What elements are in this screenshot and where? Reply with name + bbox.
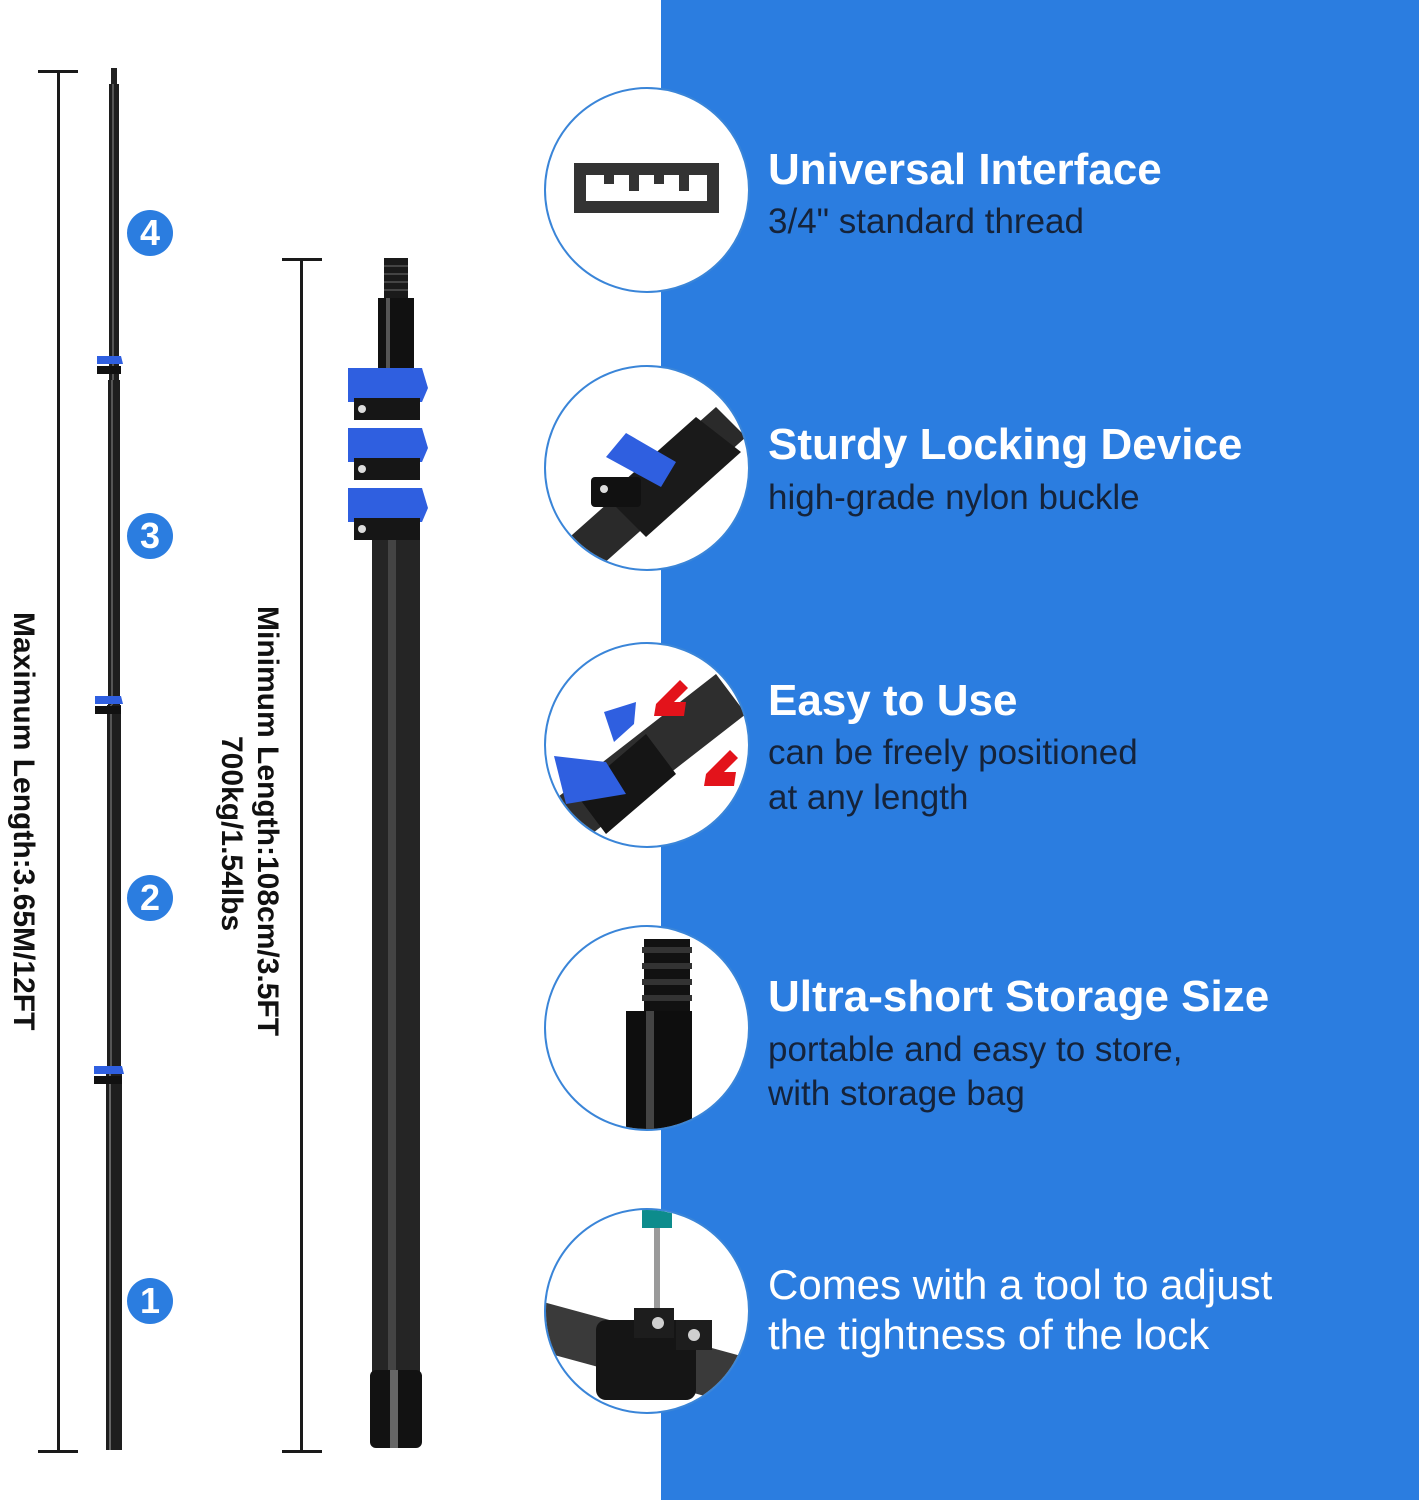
feature-desc-line: portable and easy to store, [768, 1030, 1183, 1069]
section-badge-2: 2 [127, 875, 173, 921]
feature-icon-circle-5 [544, 1208, 750, 1414]
locking-clip-photo [546, 407, 746, 569]
threaded-tip-photo [626, 939, 692, 1129]
lock-clip-2 [348, 428, 428, 480]
red-arrow-icon [704, 750, 738, 786]
feature-icon-circle-4 [544, 925, 750, 1131]
ruler-icon [574, 163, 719, 213]
feature-title-ultra-short-storage-size: Ultra-short Storage Size [768, 972, 1270, 1021]
feature-title-universal-interface: Universal Interface [768, 145, 1162, 194]
feature-tool-line-1: Comes with a tool to adjust [768, 1261, 1273, 1308]
section-badge-3: 3 [127, 513, 173, 559]
feature-desc-line: high-grade nylon buckle [768, 478, 1140, 517]
feature-icon-circle-2 [544, 365, 750, 571]
pole-clip [94, 1066, 124, 1084]
threaded-tip [384, 258, 408, 298]
feature-title-easy-to-use: Easy to Use [768, 676, 1018, 725]
feature-desc-line: with storage bag [768, 1074, 1025, 1113]
pole-clip [95, 696, 123, 714]
clip-with-arrows-photo [546, 674, 746, 846]
collapsed-pole [348, 258, 428, 1448]
section-badge-1: 1 [127, 1278, 173, 1324]
feature-icon-circle-3 [544, 642, 750, 848]
lock-clip-1 [348, 368, 428, 420]
feature-title-sturdy-locking-device: Sturdy Locking Device [768, 420, 1243, 469]
red-arrow-icon [654, 680, 688, 716]
pole-clip [97, 356, 123, 374]
feature-desc-line: can be freely positioned [768, 733, 1138, 772]
screwdriver-adjust-photo [546, 1210, 748, 1408]
feature-icon-circle-1 [544, 87, 750, 293]
section-badge-4: 4 [127, 210, 173, 256]
weight-label: 700kg/1.54lbs [215, 736, 248, 932]
feature-desc-line: 3/4" standard thread [768, 202, 1084, 241]
extended-pole [94, 68, 124, 1450]
feature-desc-line: at any length [768, 778, 969, 817]
min-length-label: Minimum Length:108cm/3.5FT [251, 606, 284, 1037]
max-length-label: Maximum Length:3.65M/12FT [7, 612, 40, 1031]
lock-clip-3 [348, 488, 428, 540]
blue-feature-panel [661, 0, 1419, 1500]
feature-tool-line-2: the tightness of the lock [768, 1311, 1210, 1358]
